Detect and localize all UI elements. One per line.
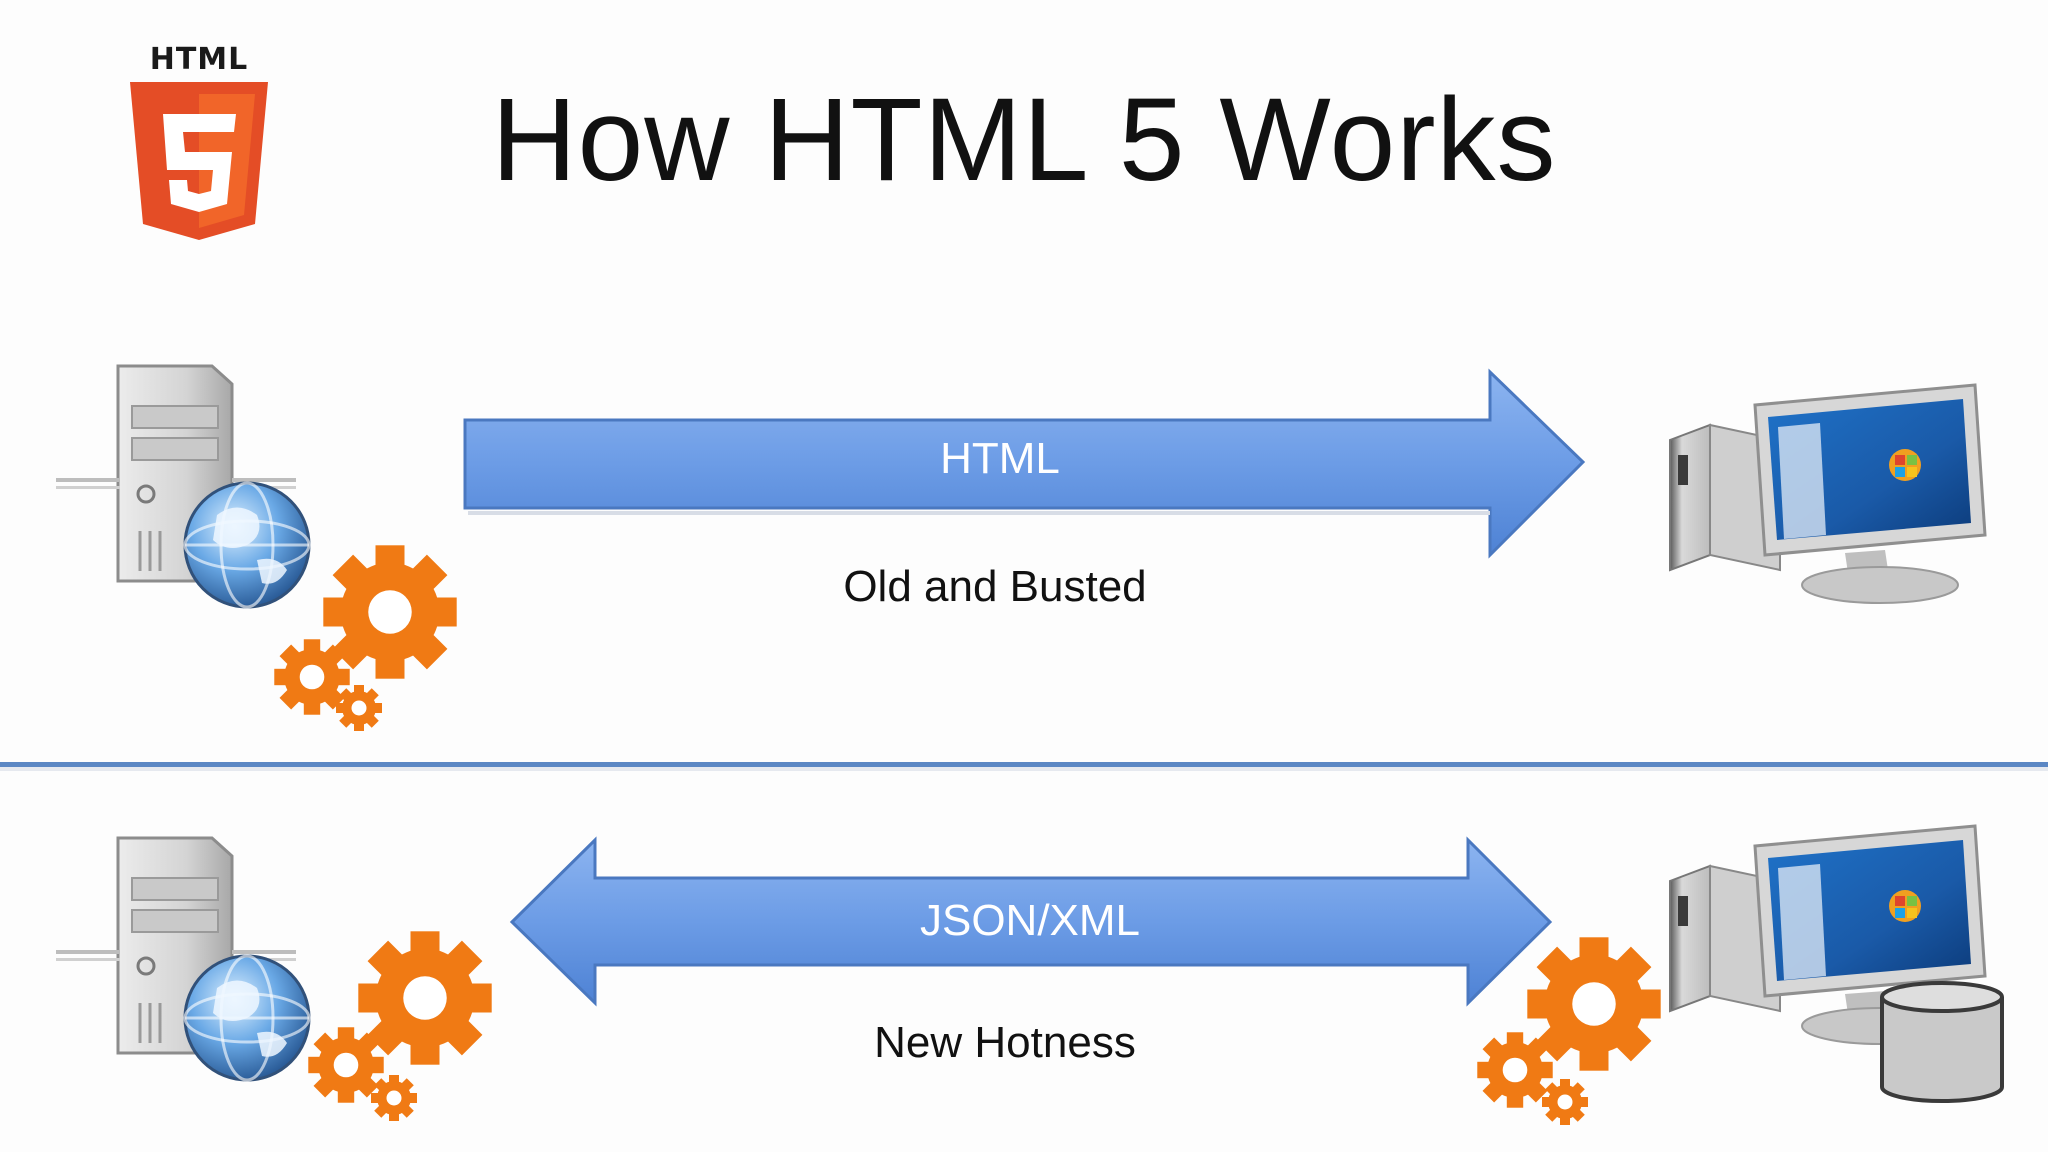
slide-title: How HTML 5 Works [491,74,1557,206]
server-with-globe-bottom [54,836,311,1082]
gear-icon [371,1075,417,1121]
html5-logo: HTML [128,42,270,242]
gear-icon [1477,1032,1553,1108]
database-icon [1880,981,2004,1103]
gear-icon [1527,937,1661,1071]
caption-old-and-busted: Old and Busted [843,562,1147,611]
arrow-bidirectional-json-xml [509,836,1553,1007]
gear-icon [308,1027,384,1103]
arrow-label-json-xml: JSON/XML [919,896,1141,945]
logo-wordmark: HTML [149,42,249,77]
gear-icon [336,685,382,731]
gear-icon [1542,1079,1588,1125]
html5-shield-icon [130,82,268,240]
caption-new-hotness: New Hotness [874,1018,1136,1067]
gear-icon [323,545,457,679]
arrow-label-html: HTML [940,434,1060,483]
server-with-globe-top [54,364,311,609]
computer-icon [1668,383,1987,605]
section-divider [0,762,2048,767]
arrow-right-html [463,368,1586,559]
globe-icon [183,954,311,1082]
globe-icon [183,481,311,609]
divider-shadow [0,767,2048,771]
gear-icon [358,931,492,1065]
gear-cluster-bottom [308,931,492,1121]
